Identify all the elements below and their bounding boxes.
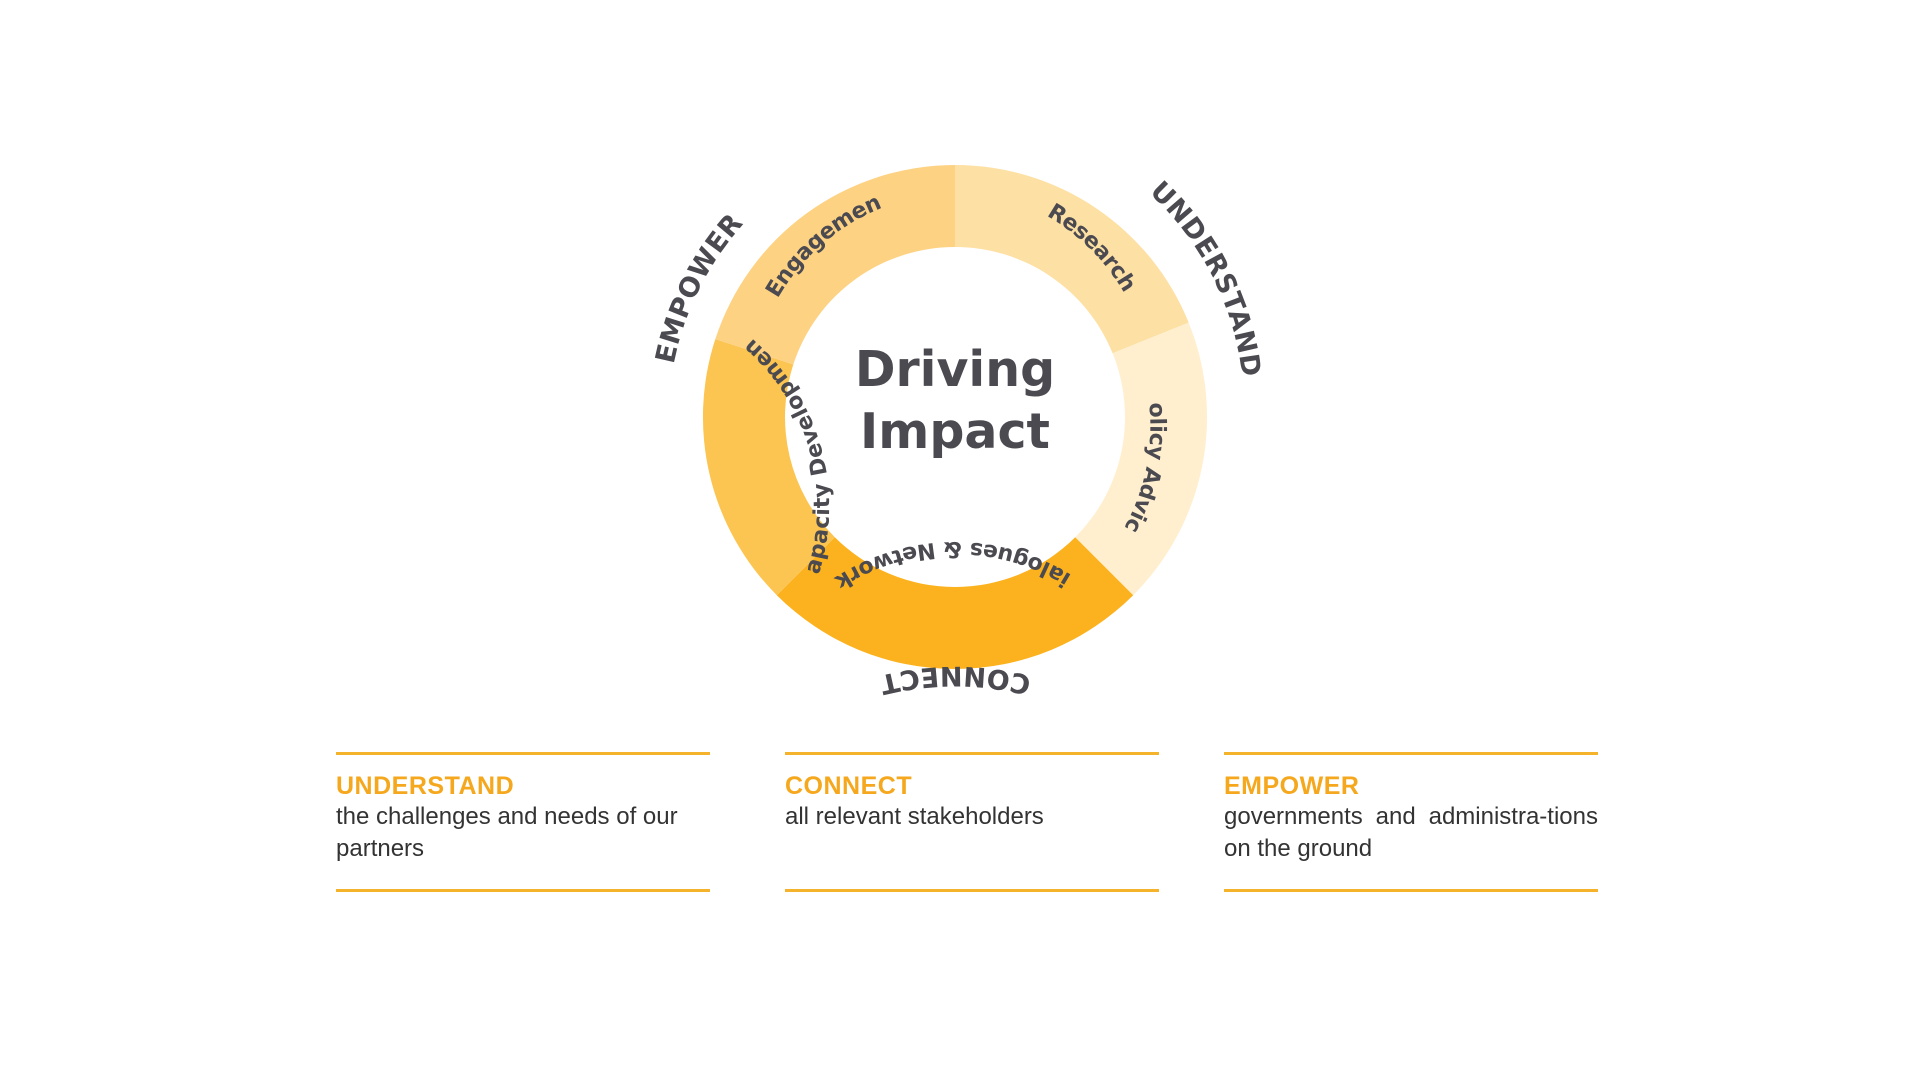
segment-label-engagement: Engagement [0, 0, 885, 302]
segment-label-capacity-development: Capacity Development [0, 0, 835, 577]
center-title-line1: Driving [855, 341, 1055, 398]
wheel-segment-capacity-development [702, 339, 835, 596]
info-title-empower: EMPOWER [1224, 772, 1360, 800]
info-text-empower: governments and administra-tions on the … [1224, 803, 1598, 862]
wheel-segment-policy-advice [1075, 322, 1208, 596]
center-title-line2: Impact [860, 403, 1050, 460]
info-title-understand: UNDERSTAND [336, 772, 515, 800]
info-text-understand: the challenges and needs of our partners [336, 803, 678, 862]
info-column-connect: CONNECT all relevant stakeholders [785, 752, 1159, 892]
info-column-understand: UNDERSTAND the challenges and needs of o… [336, 752, 710, 892]
wheel-segments [702, 165, 1208, 670]
info-column-empower: EMPOWER governments and administra-tions… [1224, 752, 1598, 892]
wheel-segment-research [955, 165, 1189, 354]
info-text-connect: all relevant stakeholders [785, 803, 1044, 830]
wheel-segment-engagement [715, 165, 955, 365]
ring-label-connect: CONNECT [877, 660, 1034, 700]
segment-label-dialogues-networks: Dialogues & Networks [0, 0, 1075, 595]
wheel-segment-dialogues-networks [776, 537, 1134, 670]
info-title-connect: CONNECT [785, 772, 913, 800]
